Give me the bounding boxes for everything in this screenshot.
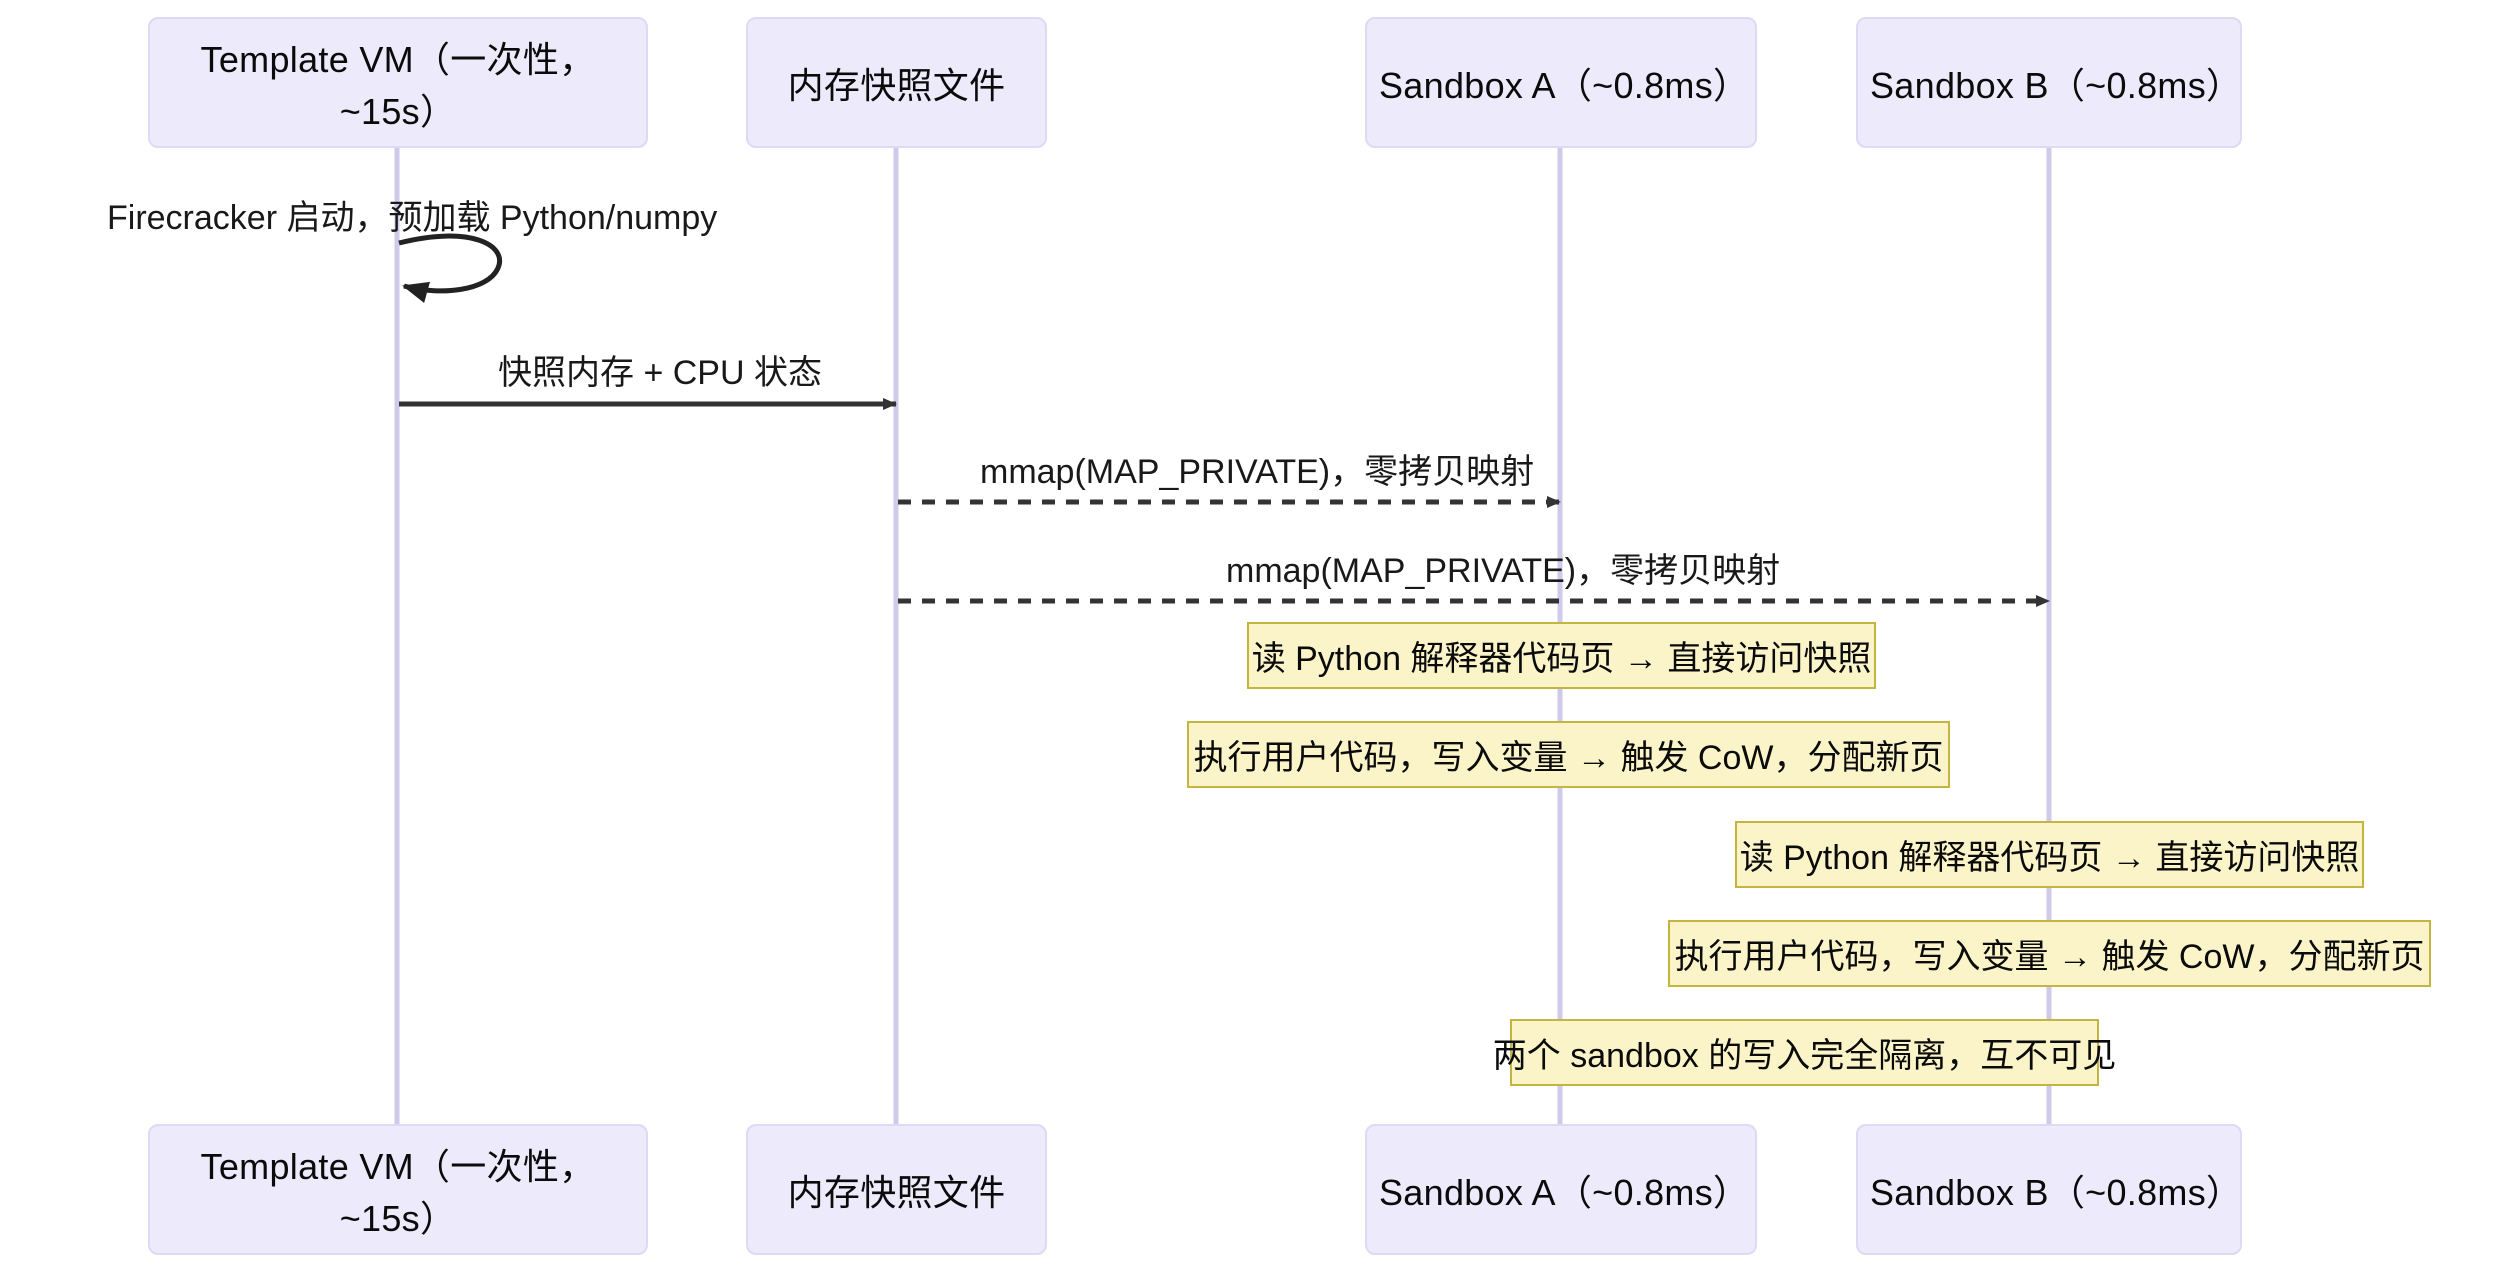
self-loop-arrow-firecracker-boot (398, 233, 503, 304)
actor-box-top-snapshot-file[interactable]: 内存快照文件 (746, 17, 1047, 148)
actor-label-bottom-sandbox-a: Sandbox A（~0.8ms） (1379, 1171, 1750, 1213)
actor-label-sandbox-a: Sandbox A（~0.8ms） (1379, 64, 1750, 106)
actor-box-bottom-sandbox-b[interactable]: Sandbox B（~0.8ms） (1856, 1124, 2242, 1255)
actor-box-bottom-snapshot-file[interactable]: 内存快照文件 (746, 1124, 1047, 1255)
note-sandbox-b-write: 执行用户代码，写入变量 → 触发 CoW，分配新页 (1668, 920, 2431, 987)
note-sandbox-b-read: 读 Python 解释器代码页 → 直接访问快照 (1735, 821, 2364, 888)
note-text-sandbox-b-write: 执行用户代码，写入变量 → 触发 CoW，分配新页 (1674, 938, 2425, 976)
actor-box-bottom-template-vm[interactable]: Template VM（一次性，~15s） (148, 1124, 648, 1255)
message-label-firecracker-boot: Firecracker 启动，预加载 Python/numpy (107, 199, 718, 237)
message-label-mmap-sandbox-b: mmap(MAP_PRIVATE)，零拷贝映射 (1226, 552, 1781, 590)
note-sandbox-isolation: 两个 sandbox 的写入完全隔离，互不可见 (1493, 1019, 2116, 1086)
actor-box-top-sandbox-b[interactable]: Sandbox B（~0.8ms） (1856, 17, 2242, 148)
actor-label-snapshot-file: 内存快照文件 (787, 64, 1006, 106)
actor-box-top-sandbox-a[interactable]: Sandbox A（~0.8ms） (1365, 17, 1757, 148)
note-text-sandbox-a-read: 读 Python 解释器代码页 → 直接访问快照 (1251, 640, 1872, 678)
actor-box-bottom-sandbox-a[interactable]: Sandbox A（~0.8ms） (1365, 1124, 1757, 1255)
actor-label-bottom-template-vm: Template VM（一次性，~15s） (200, 1145, 596, 1239)
message-label-snapshot-state: 快照内存 + CPU 状态 (498, 354, 822, 392)
actor-label-bottom-snapshot-file: 内存快照文件 (787, 1171, 1006, 1213)
note-sandbox-a-write: 执行用户代码，写入变量 → 触发 CoW，分配新页 (1187, 721, 1950, 788)
message-label-mmap-sandbox-a: mmap(MAP_PRIVATE)，零拷贝映射 (980, 453, 1535, 491)
actor-box-top-template-vm[interactable]: Template VM（一次性，~15s） (148, 17, 648, 148)
note-sandbox-a-read: 读 Python 解释器代码页 → 直接访问快照 (1247, 622, 1876, 689)
note-text-sandbox-isolation: 两个 sandbox 的写入完全隔离，互不可见 (1492, 1037, 2117, 1075)
actor-label-sandbox-b: Sandbox B（~0.8ms） (1870, 64, 2243, 106)
note-text-sandbox-b-read: 读 Python 解释器代码页 → 直接访问快照 (1739, 839, 2360, 877)
actor-label-bottom-sandbox-b: Sandbox B（~0.8ms） (1870, 1171, 2243, 1213)
actor-label-template-vm: Template VM（一次性，~15s） (200, 38, 596, 132)
note-text-sandbox-a-write: 执行用户代码，写入变量 → 触发 CoW，分配新页 (1193, 739, 1944, 777)
